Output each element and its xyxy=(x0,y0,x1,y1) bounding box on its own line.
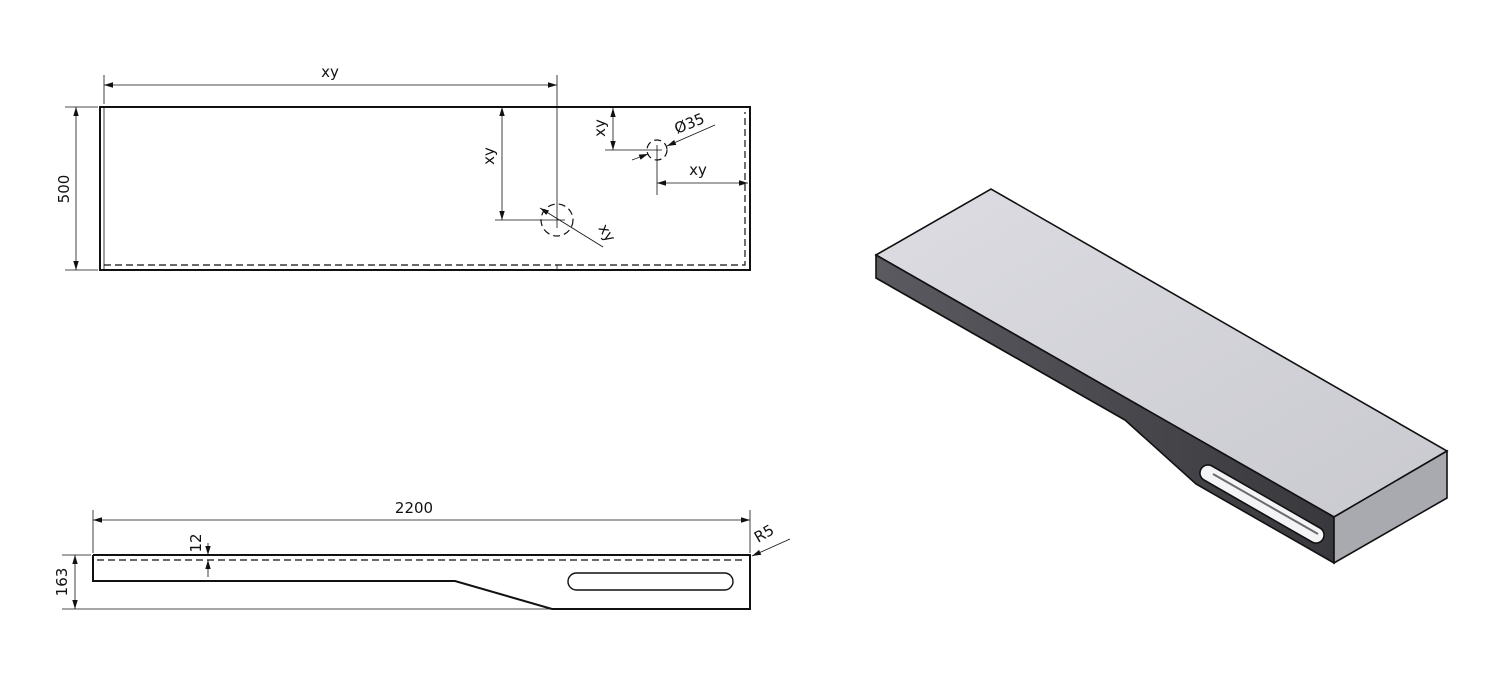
radius-leader xyxy=(751,538,791,557)
dim-hole-x-label: xy xyxy=(321,63,339,81)
side-view: 2200 12 163 R5 xyxy=(53,499,791,610)
dim-small-hole-y-label: xy xyxy=(591,119,609,137)
dim-hole-y-label: xy xyxy=(480,147,498,165)
dim-radius-label: R5 xyxy=(751,521,777,547)
large-hole-diameter-label: xy xyxy=(595,221,620,246)
side-view-outline xyxy=(92,554,751,610)
top-view-hidden-edge xyxy=(104,112,746,266)
top-view: xy xy xy Ø35 xy xy 500 xyxy=(55,63,751,271)
iso-end-face xyxy=(1333,449,1448,565)
small-hole-diameter-label: Ø35 xyxy=(672,109,707,137)
large-hole-leader xyxy=(539,207,604,248)
iso-slot-inner xyxy=(1212,473,1319,535)
dim-small-hole-x-label: xy xyxy=(689,161,707,179)
dim-length-label: 2200 xyxy=(395,499,433,517)
iso-top-face xyxy=(874,188,1449,518)
side-view-slot xyxy=(567,572,734,591)
isometric-view xyxy=(874,188,1449,565)
dim-width-label: 500 xyxy=(55,175,73,204)
iso-bottom-edge xyxy=(875,277,1126,421)
small-hole-leader-right xyxy=(666,124,716,147)
top-view-outline xyxy=(99,106,751,271)
dim-height-label: 163 xyxy=(53,568,71,597)
dim-thickness-label: 12 xyxy=(187,533,205,552)
small-hole-leader-left xyxy=(631,153,649,161)
